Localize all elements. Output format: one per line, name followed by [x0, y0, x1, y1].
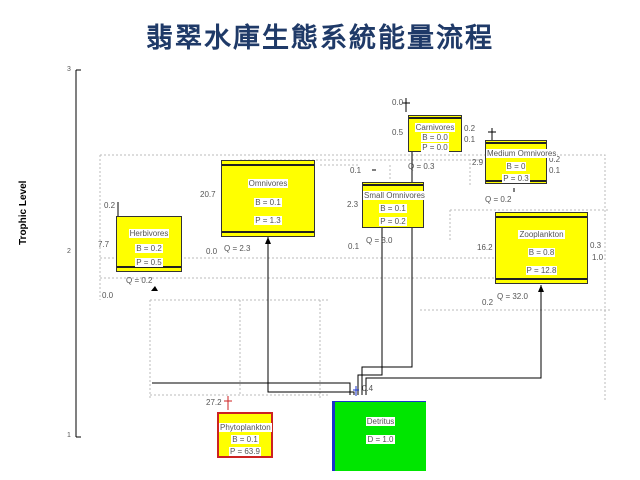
tick-3: 3	[67, 66, 71, 73]
zooplankton-production: P = 12.8	[525, 266, 558, 275]
detritus-biomass: D = 1.0	[366, 435, 395, 444]
compartment-medium-omnivores[interactable]: Medium Omnivores B = 0 P = 0.3	[485, 140, 558, 184]
zooplankton-side1: 0.3	[590, 241, 602, 250]
tick-2: 2	[67, 248, 71, 255]
zooplankton-respiration: 16.2	[477, 243, 493, 252]
compartment-carnivores[interactable]: Carnivores B = 0.0 P = 0.0	[408, 115, 462, 152]
medium-omnivores-name: Medium Omnivores	[486, 149, 558, 158]
omnivores-biomass: B = 0.1	[254, 198, 282, 207]
compartment-detritus[interactable]: Detritus D = 1.0	[332, 401, 426, 471]
omnivores-name: Omnivores	[247, 179, 289, 188]
small-omnivores-biomass: B = 0.1	[379, 204, 407, 213]
medium-omnivores-respiration: 2.9	[472, 158, 484, 167]
small-omnivores-import: 0.1	[350, 166, 362, 175]
tick-1: 1	[67, 432, 71, 439]
detritus-import-marker	[353, 386, 359, 396]
page-title: 翡翠水庫生態系統能量流程	[146, 23, 494, 54]
phytoplankton-name: Phytoplankton	[219, 423, 272, 432]
omnivores-consumption: Q = 2.3	[224, 244, 251, 253]
zooplankton-side2: 1.0	[592, 253, 604, 262]
small-omnivores-export: 0.1	[348, 242, 360, 251]
herbivores-name: Herbivores	[128, 229, 170, 238]
carnivores-production: P = 0.0	[421, 143, 449, 152]
import-markers	[117, 98, 496, 216]
compartment-phytoplankton[interactable]: Phytoplankton B = 0.1 P = 63.9	[217, 412, 273, 458]
small-omnivores-production: P = 0.2	[379, 217, 407, 226]
herbivores-consumption: Q = 0.2	[126, 276, 153, 285]
zooplankton-export: 0.2	[482, 298, 494, 307]
herbivores-biomass: B = 0.2	[135, 244, 163, 253]
small-omnivores-name: Small Omnivores	[363, 191, 426, 200]
phytoplankton-import-marker	[224, 396, 232, 410]
medium-omnivores-biomass: B = 0	[505, 162, 527, 171]
medium-omnivores-side1: 0.2	[549, 155, 561, 164]
carnivores-side1: 0.2	[464, 124, 476, 133]
omnivores-respiration: 20.7	[200, 190, 216, 199]
carnivores-import: 0.0	[392, 98, 404, 107]
solid-flows	[152, 143, 542, 395]
herbivores-export: 0.0	[102, 291, 114, 300]
compartment-zooplankton[interactable]: Zooplankton B = 0.8 P = 12.8	[495, 212, 588, 284]
phytoplankton-biomass: B = 0.1	[231, 435, 259, 444]
medium-omnivores-production: P = 0.3	[502, 174, 530, 183]
y-axis-label: Trophic Level	[18, 180, 29, 245]
medium-omnivores-side2: 0.1	[549, 166, 561, 175]
herbivores-production: P = 0.5	[135, 258, 163, 267]
carnivores-consumption: Q = 0.3	[408, 162, 435, 171]
small-omnivores-respiration: 2.3	[347, 200, 359, 209]
phytoplankton-production: P = 63.9	[229, 447, 261, 456]
detritus-import: 0.4	[362, 384, 374, 393]
carnivores-respiration: 0.5	[392, 128, 404, 137]
medium-omnivores-consumption: Q = 0.2	[485, 195, 512, 204]
zooplankton-biomass: B = 0.8	[527, 248, 556, 257]
compartment-herbivores[interactable]: Herbivores B = 0.2 P = 0.5	[116, 216, 182, 272]
carnivores-side2: 0.1	[464, 135, 476, 144]
omnivores-export: 0.0	[206, 247, 218, 256]
herbivores-respiration: 7.7	[98, 240, 110, 249]
zooplankton-consumption: Q = 32.0	[497, 292, 528, 301]
compartment-small-omnivores[interactable]: Small Omnivores B = 0.1 P = 0.2	[362, 182, 426, 228]
herbivores-import: 0.2	[104, 201, 116, 210]
carnivores-biomass: B = 0.0	[421, 133, 449, 142]
phytoplankton-import: 27.2	[206, 398, 222, 407]
omnivores-production: P = 1.3	[254, 216, 282, 225]
compartment-omnivores[interactable]: Omnivores B = 0.1 P = 1.3	[221, 160, 315, 237]
zooplankton-name: Zooplankton	[518, 230, 565, 239]
detritus-name: Detritus	[365, 417, 396, 426]
small-omnivores-consumption: Q = 3.0	[366, 236, 393, 245]
carnivores-name: Carnivores	[414, 123, 456, 132]
